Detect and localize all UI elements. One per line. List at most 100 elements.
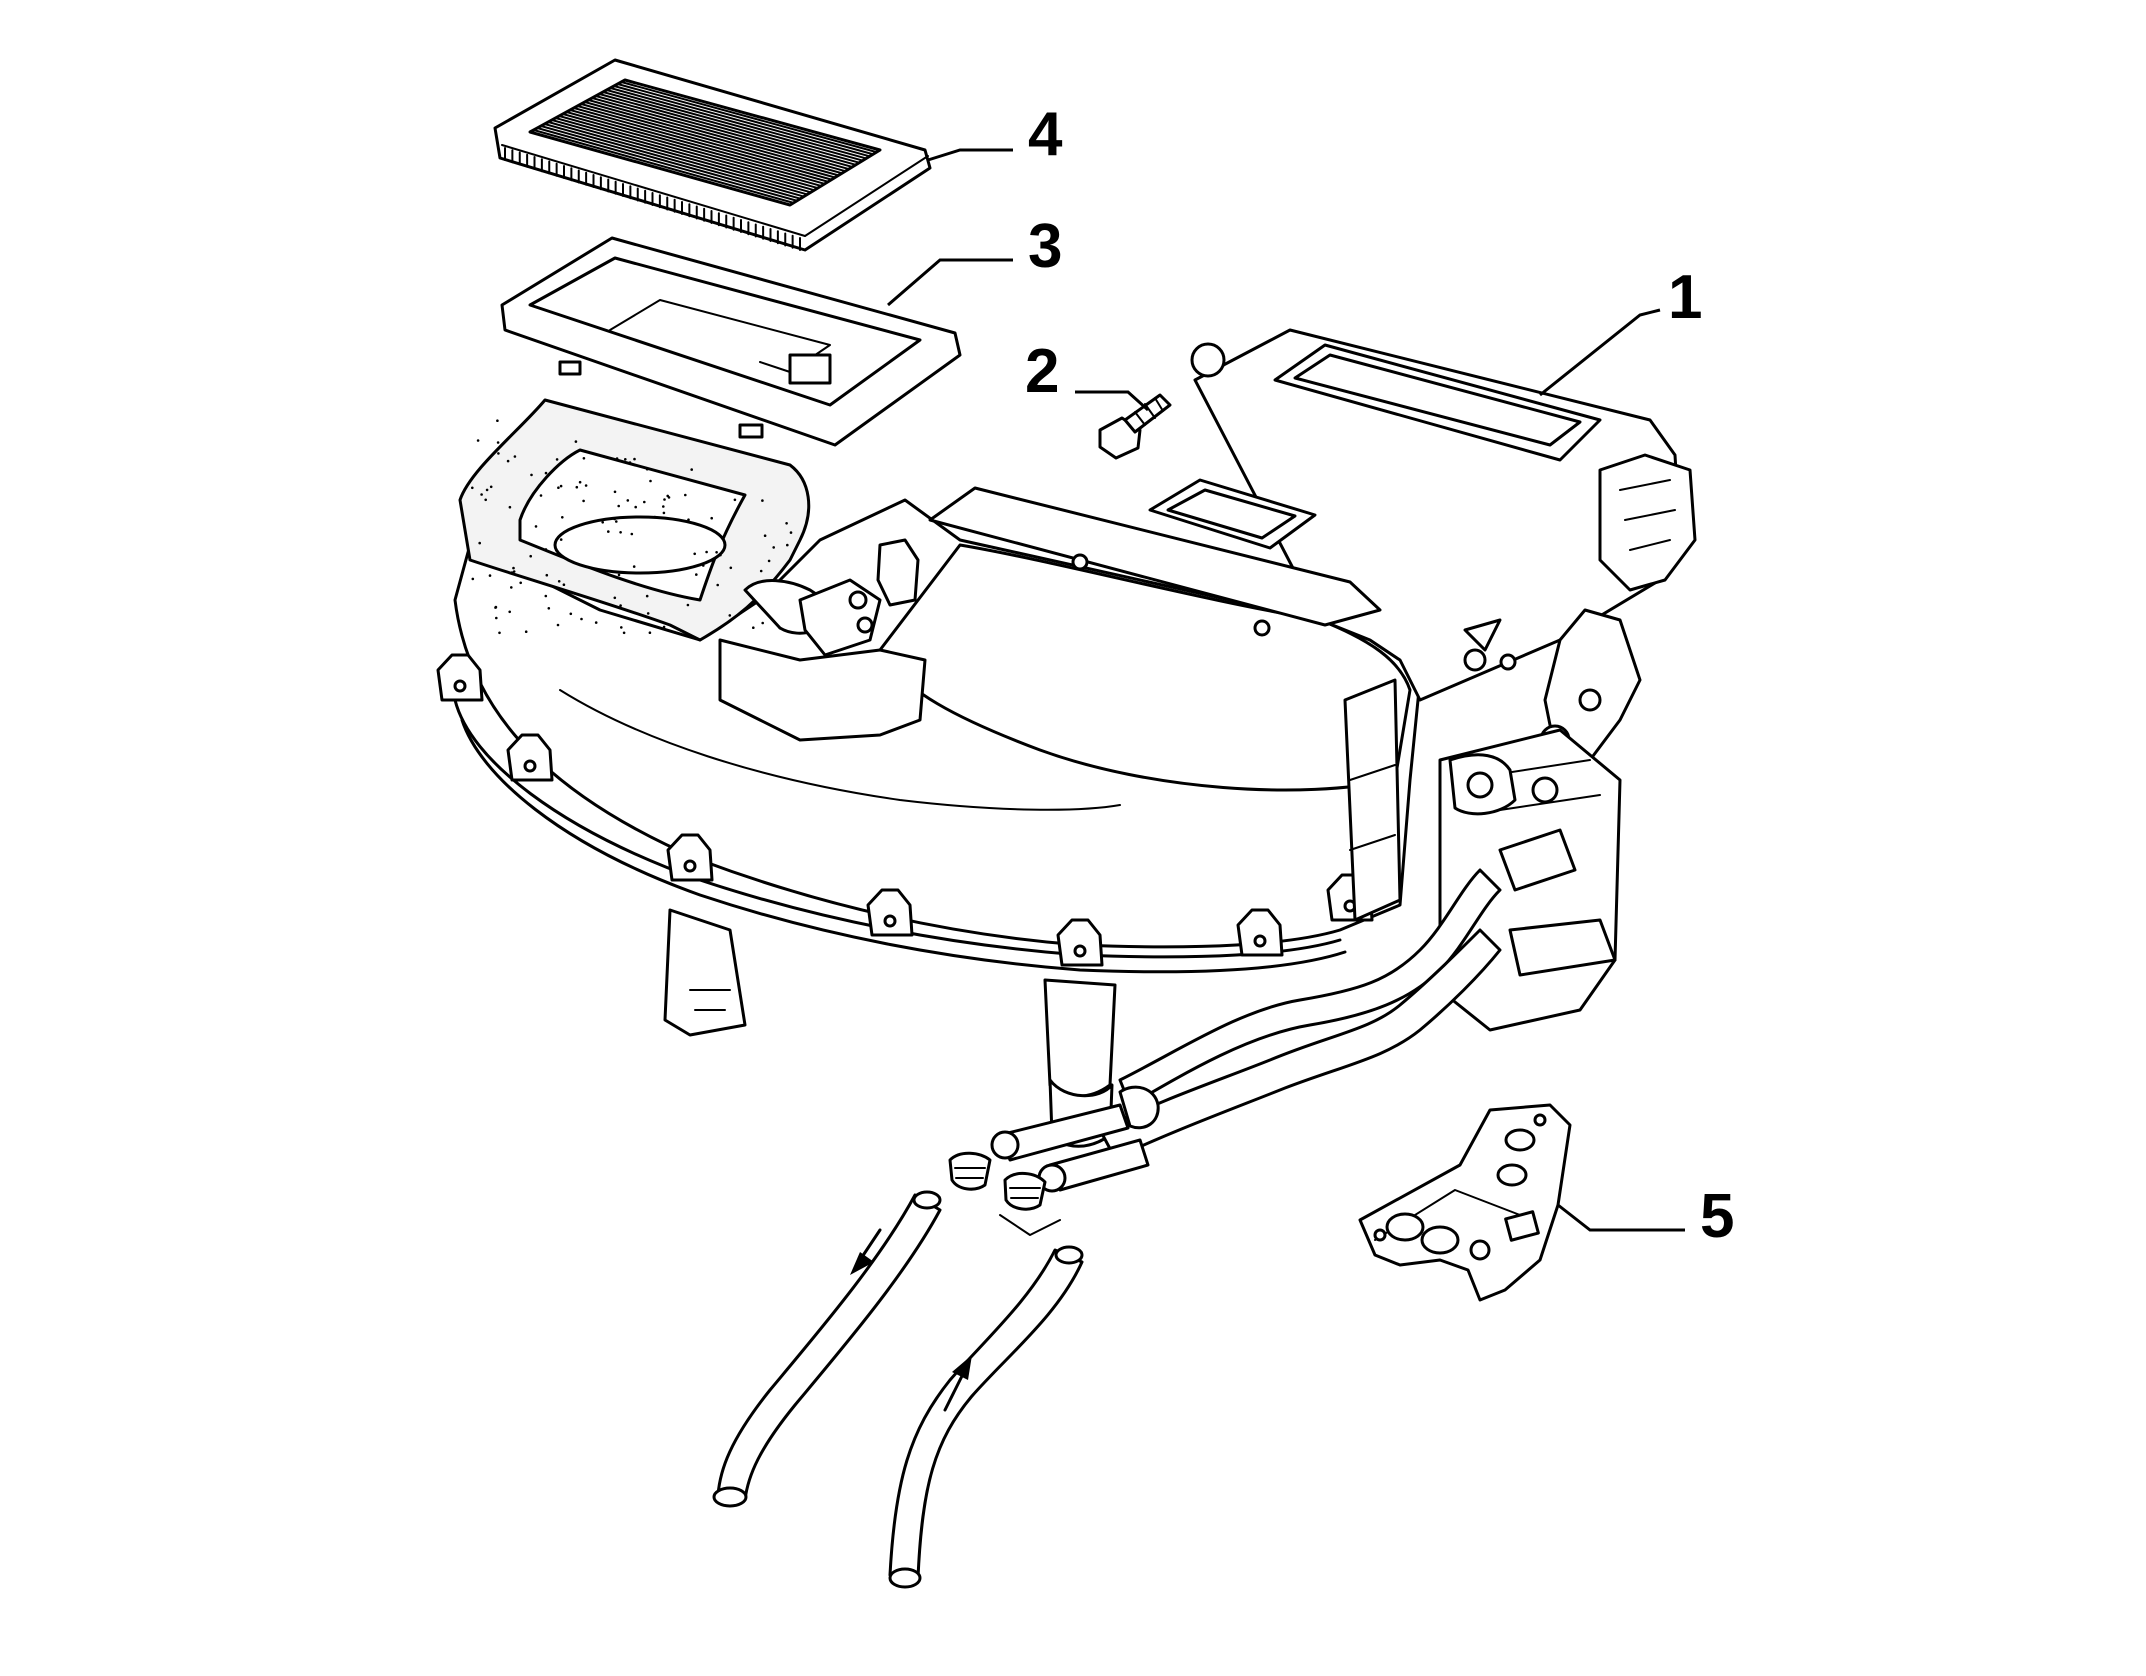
foam-texture (620, 626, 623, 629)
foam-texture (646, 612, 650, 615)
foam-texture (663, 498, 666, 501)
foam-texture (519, 581, 522, 585)
filter-pleat (609, 87, 868, 160)
foam-texture (478, 541, 482, 545)
heater-housing-part-1[interactable] (436, 328, 1697, 1193)
filter-pleat (576, 105, 836, 179)
foam-texture (544, 548, 548, 551)
hose-clamps (948, 1151, 1047, 1211)
foam-texture (544, 471, 548, 475)
foam-texture (786, 543, 789, 547)
foam-texture (752, 626, 755, 629)
foam-texture (761, 621, 764, 625)
foam-texture (761, 499, 764, 502)
foam-texture (513, 455, 517, 458)
foam-texture (716, 583, 719, 587)
foam-texture (559, 484, 563, 488)
filter-pleat (554, 117, 816, 192)
rim-clip (1236, 908, 1284, 957)
foam-texture (615, 457, 619, 460)
foam-texture (508, 505, 512, 509)
foam-texture (534, 525, 538, 528)
filter-pleat (561, 113, 823, 187)
cabin-filter-part-4[interactable] (493, 58, 932, 252)
foam-texture (630, 532, 634, 536)
foam-texture (633, 457, 636, 461)
foam-texture (524, 630, 528, 633)
foam-texture (556, 623, 560, 627)
filter-pleat (569, 109, 830, 183)
foam-texture (497, 452, 500, 455)
foam-texture (607, 530, 610, 533)
foam-texture (480, 493, 483, 496)
rim-clip-hole (1073, 944, 1087, 958)
foam-texture (496, 441, 500, 444)
foam-texture (662, 511, 666, 515)
filter-pleat (594, 95, 854, 168)
filter-pleat (613, 85, 871, 158)
foam-texture (759, 569, 763, 573)
foam-texture (662, 625, 666, 629)
callout-2: 2 (1025, 337, 1059, 406)
gasket-plate-part-5[interactable] (1358, 1103, 1572, 1302)
foam-texture (645, 594, 649, 598)
foam-texture (485, 488, 489, 492)
callout-1: 1 (1668, 263, 1702, 332)
filter-pleat (616, 83, 875, 156)
foam-texture (488, 574, 492, 577)
foam-texture (569, 612, 573, 616)
leader-lines (887, 148, 1685, 1232)
filter-pleat (565, 111, 826, 185)
foam-texture (619, 604, 622, 607)
foam-texture (619, 531, 622, 534)
rim-clip (436, 653, 484, 702)
filter-pleat (591, 97, 850, 171)
foam-texture (594, 621, 598, 624)
foam-texture (506, 459, 510, 463)
foam-texture (584, 484, 588, 487)
foam-texture (767, 559, 771, 563)
filter-frame-part-3[interactable] (500, 236, 962, 447)
foam-texture (529, 554, 532, 558)
filter-pleat (620, 81, 878, 154)
foam-texture (684, 493, 687, 497)
foam-texture (634, 505, 637, 509)
foam-texture (489, 485, 493, 489)
foam-texture (653, 515, 657, 519)
foam-texture (649, 479, 652, 483)
foam-texture (530, 473, 533, 477)
foam-texture (601, 521, 604, 524)
foam-texture (471, 486, 474, 490)
filter-pleat (587, 99, 847, 173)
screw-part-2[interactable] (1098, 393, 1172, 460)
foam-texture (624, 458, 627, 461)
foam-texture (715, 551, 718, 554)
foam-texture (613, 517, 616, 521)
foam-texture (719, 553, 722, 557)
foam-texture (615, 520, 618, 523)
filter-pleat (598, 93, 857, 166)
filter-pleat (547, 121, 809, 196)
filter-pleat (550, 119, 812, 194)
foam-texture (582, 499, 585, 503)
filter-pleat (605, 89, 864, 162)
foam-texture (686, 603, 690, 607)
foam-texture (789, 531, 793, 534)
foam-texture (547, 607, 551, 610)
foam-texture (495, 616, 498, 620)
rim-clip-hole (883, 914, 897, 928)
rim-clip (866, 888, 914, 937)
filter-pleat (539, 125, 802, 200)
rim-clip-hole (523, 759, 537, 773)
foam-texture (575, 485, 579, 489)
foam-texture (772, 546, 775, 549)
foam-texture (622, 631, 626, 635)
foam-texture (557, 486, 560, 490)
leader-1 (1539, 308, 1661, 397)
filter-pleat (602, 91, 861, 164)
foam-texture (512, 570, 516, 573)
foam-texture (705, 550, 708, 554)
foam-texture (471, 577, 475, 581)
rim-clip (1056, 918, 1104, 967)
